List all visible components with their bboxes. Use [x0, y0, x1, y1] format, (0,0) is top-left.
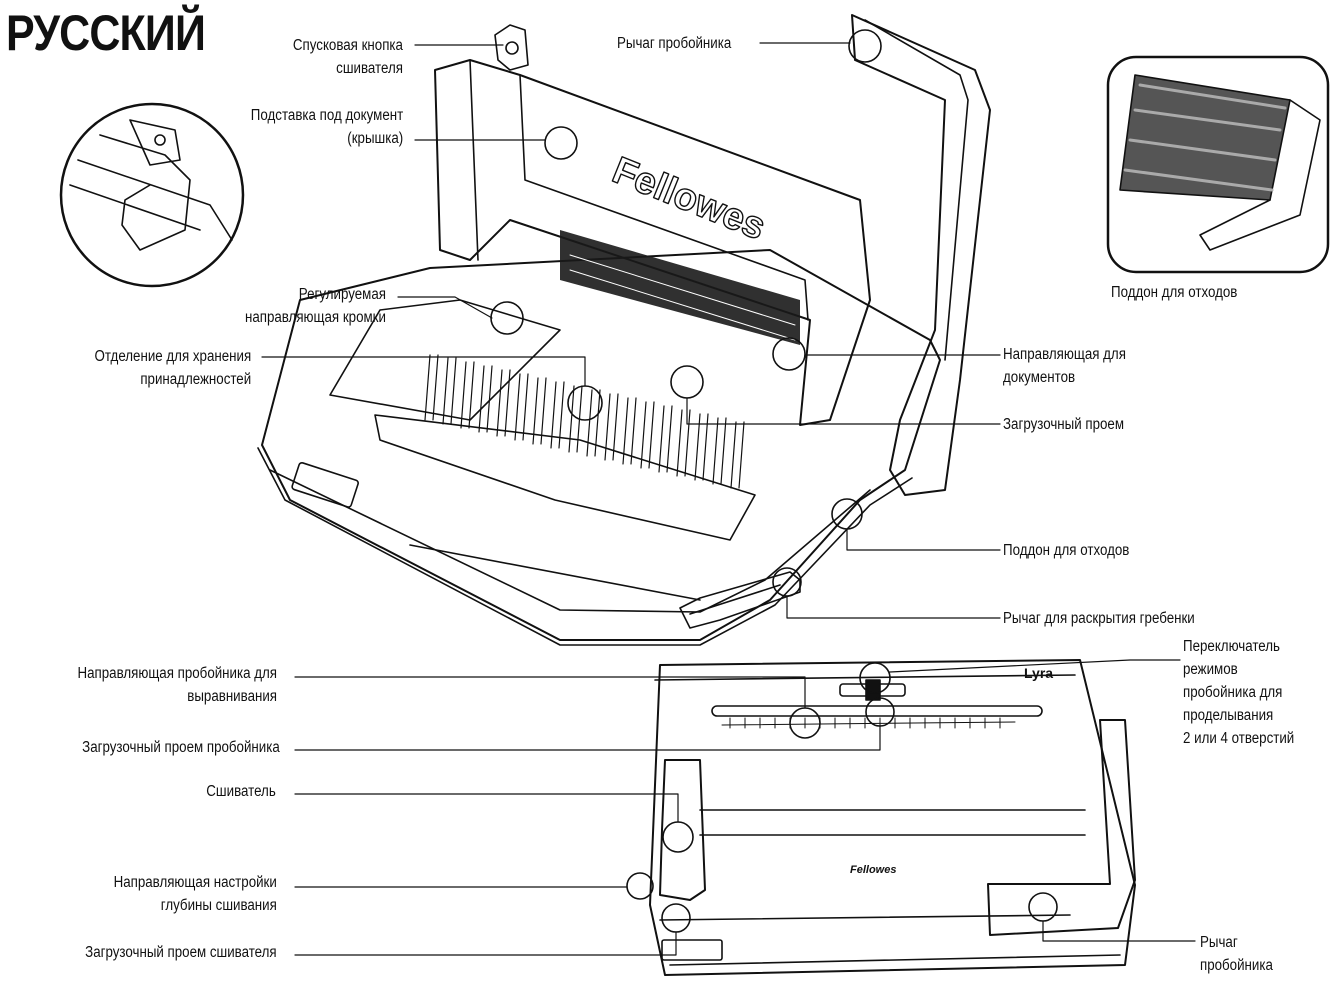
- detail-inset-waste-tray: [1106, 55, 1330, 274]
- callout-punch-handle-top: Рычаг пробойника: [617, 35, 732, 52]
- fellowes-logo-small: Fellowes: [850, 864, 896, 876]
- callout-punch-handle-bottom: Рычаг пробойника: [1200, 934, 1273, 974]
- detail-inset-left: [59, 102, 245, 288]
- callout-accessory-storage: Отделение для хранения принадлежностей: [94, 348, 251, 388]
- callout-edge-guide: Регулируемая направляющая кромки: [245, 286, 386, 326]
- callout-punch-mode-switch: Переключатель режимов пробойника для про…: [1183, 638, 1295, 747]
- callout-waste-tray: Поддон для отходов: [1003, 542, 1130, 559]
- callout-waste-tray-inset: Поддон для отходов: [1111, 284, 1238, 301]
- callout-feed-opening: Загрузочный проем: [1003, 416, 1125, 433]
- callout-punch-alignment-guide: Направляющая пробойника для выравнивания: [77, 665, 277, 705]
- page-title: РУССКИЙ: [6, 5, 206, 61]
- callout-stapler: Сшиватель: [206, 783, 276, 800]
- leader-lines: [261, 42, 1196, 956]
- callout-punch-feed-opening: Загрузочный проем пробойника: [82, 739, 280, 756]
- machine-top-view: Lyra Fellowes: [626, 659, 1136, 976]
- callout-staple-release: Спусковая кнопка сшивателя: [292, 37, 403, 77]
- callout-document-rest: Подставка под документ (крышка): [250, 107, 403, 147]
- comb-teeth: [424, 354, 745, 489]
- callout-stapler-feed-opening: Загрузочный проем сшивателя: [85, 944, 277, 961]
- callout-document-guide: Направляющая для документов: [1003, 346, 1126, 386]
- callout-staple-depth-guide: Направляющая настройки глубины сшивания: [113, 874, 277, 914]
- fellowes-logo: Fellowes: [607, 149, 772, 248]
- lyra-logo: Lyra: [1024, 665, 1053, 681]
- callout-comb-opener: Рычаг для раскрытия гребенки: [1003, 610, 1195, 627]
